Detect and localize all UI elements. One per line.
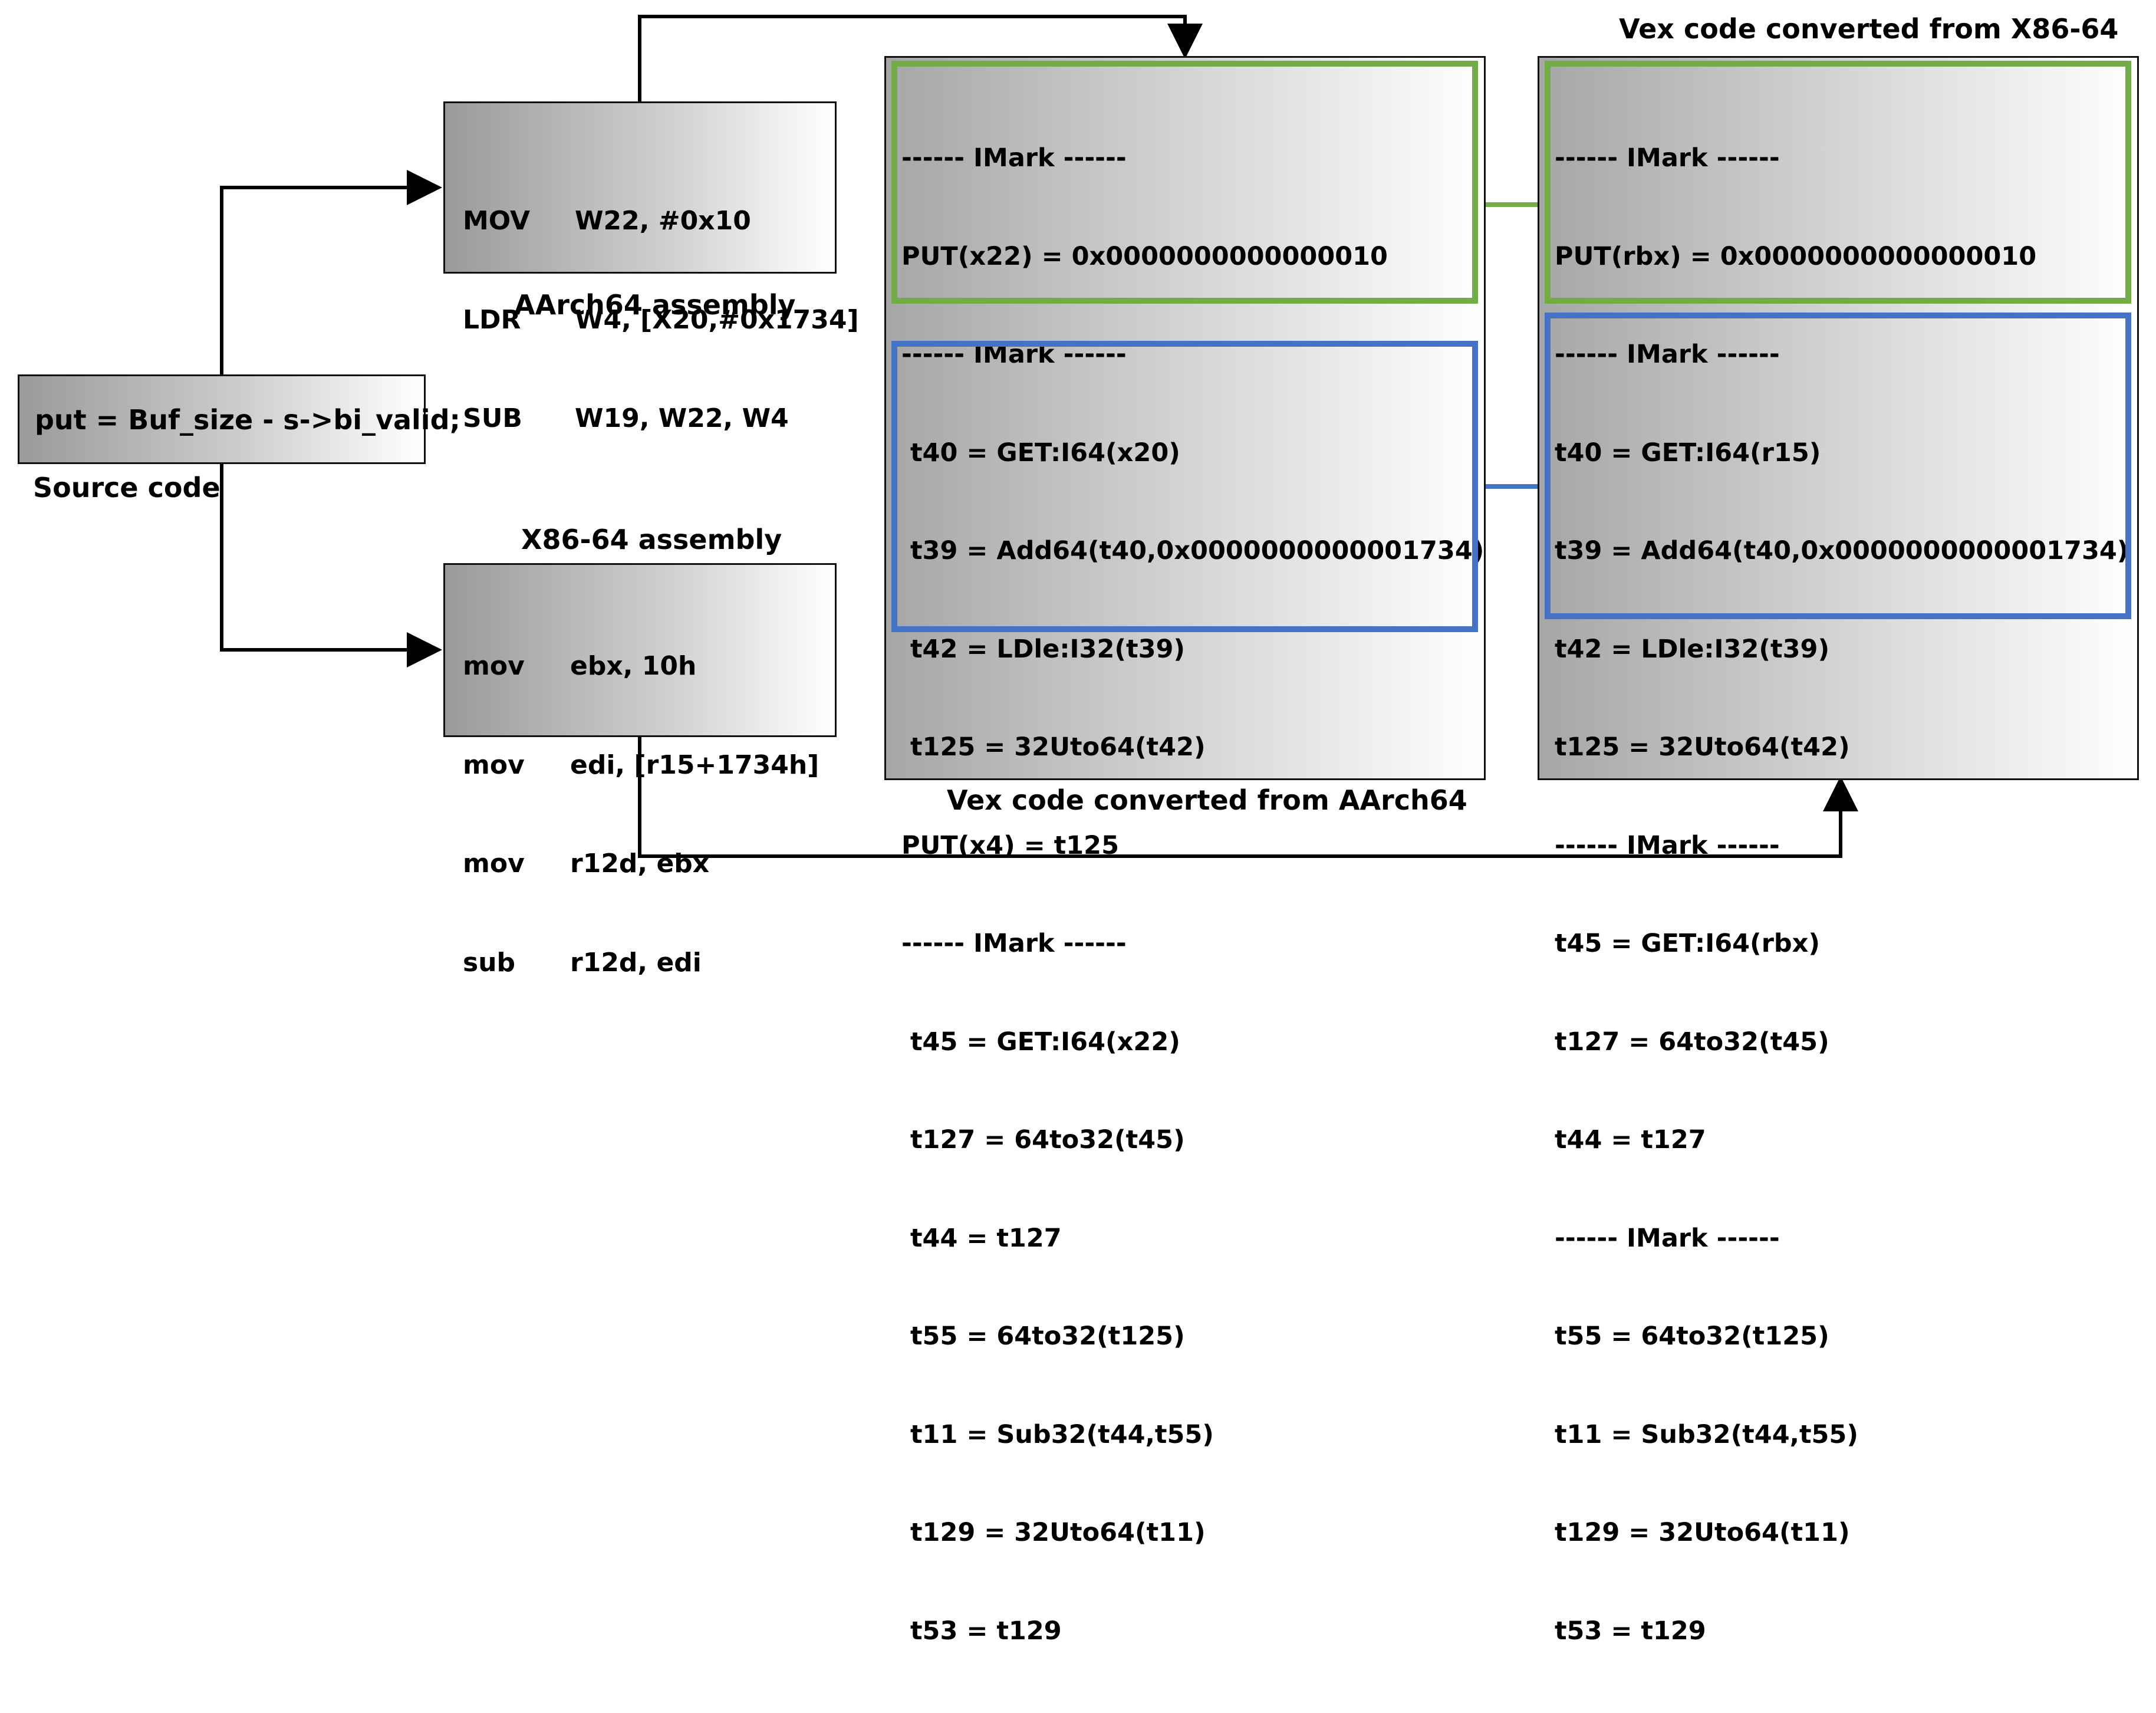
vex-line: t11 = Sub32(t44,t55) bbox=[1555, 1419, 1858, 1449]
vex-x86-caption: Vex code converted from X86-64 bbox=[1619, 13, 2119, 45]
vex-line: PUT(rbx) = 0x0000000000000010 bbox=[1555, 241, 2037, 271]
vex-line: t129 = 32Uto64(t11) bbox=[901, 1518, 1206, 1547]
vex-line: ------ IMark ------ bbox=[901, 143, 1127, 173]
vex-x86-blue-frame bbox=[1545, 313, 2131, 619]
vex-line: t53 = t129 bbox=[901, 1616, 1062, 1646]
asm-op: mov bbox=[463, 849, 525, 879]
asm-op: mov bbox=[463, 749, 525, 780]
source-code-line: put = Buf_size - s->bi_valid; bbox=[35, 404, 460, 436]
asm-op: sub bbox=[463, 947, 516, 978]
vex-line: t40 = GET:I64(x20) bbox=[901, 438, 1180, 468]
asm-args: r12d, ebx bbox=[570, 849, 710, 879]
vex-line: ------ IMark ------ bbox=[1555, 143, 1780, 173]
connector-wires bbox=[220, 15, 1858, 858]
vex-aarch64-caption: Vex code converted from AArch64 bbox=[947, 784, 1467, 816]
arrow-source-to-aarch64 bbox=[220, 170, 442, 374]
vex-line: t44 = t127 bbox=[1555, 1125, 1706, 1155]
vex-line: t44 = t127 bbox=[901, 1223, 1062, 1253]
vex-x86-green-frame bbox=[1545, 61, 2131, 304]
arrow-aarch64-to-vex bbox=[638, 15, 1203, 101]
aarch64-assembly-caption: AArch64 assembly bbox=[514, 289, 796, 321]
aarch64-op-column: MOV LDR SUB bbox=[463, 139, 530, 501]
x86-args-column: ebx, 10h edi, [r15+1734h] r12d, ebx r12d… bbox=[570, 584, 819, 1045]
vex-line: t125 = 32Uto64(t42) bbox=[901, 732, 1206, 762]
x86-assembly-caption: X86-64 assembly bbox=[521, 524, 782, 555]
vex-line: PUT(x22) = 0x0000000000000010 bbox=[901, 241, 1388, 271]
asm-op: LDR bbox=[463, 304, 521, 335]
asm-op: SUB bbox=[463, 403, 522, 433]
vex-line: ------ IMark ------ bbox=[1555, 340, 1780, 369]
vex-line: t125 = 32Uto64(t42) bbox=[1555, 732, 1850, 762]
vex-line: t42 = LDle:I32(t39) bbox=[901, 634, 1186, 664]
asm-args: r12d, edi bbox=[570, 947, 702, 978]
asm-args: W22, #0x10 bbox=[575, 206, 751, 236]
asm-args: W4, [X20,#0x1734] bbox=[575, 304, 859, 335]
asm-op: MOV bbox=[463, 206, 531, 236]
vex-line: t39 = Add64(t40,0x0000000000001734) bbox=[901, 536, 1484, 565]
vex-line: ------ IMark ------ bbox=[1555, 830, 1780, 860]
vex-line: t55 = 64to32(t125) bbox=[1555, 1321, 1829, 1351]
asm-args: W19, W22, W4 bbox=[575, 403, 789, 433]
asm-args: ebx, 10h bbox=[570, 651, 697, 681]
vex-line: t40 = GET:I64(r15) bbox=[1555, 438, 1821, 468]
vex-aarch64-green-frame bbox=[891, 61, 1478, 304]
vex-line: PUT(x4) = t125 bbox=[901, 830, 1120, 860]
vex-line: t127 = 64to32(t45) bbox=[901, 1125, 1185, 1155]
vex-line: t39 = Add64(t40,0x0000000000001734) bbox=[1555, 536, 2129, 565]
vex-line: t11 = Sub32(t44,t55) bbox=[901, 1419, 1214, 1449]
vex-line: ------ IMark ------ bbox=[901, 929, 1127, 958]
vex-line: t129 = 32Uto64(t11) bbox=[1555, 1518, 1850, 1547]
vex-line: t53 = t129 bbox=[1555, 1616, 1706, 1646]
vex-line: t45 = GET:I64(rbx) bbox=[1555, 929, 1821, 958]
vex-line: ------ IMark ------ bbox=[1555, 1223, 1780, 1253]
aarch64-args-column: W22, #0x10 W4, [X20,#0x1734] W19, W22, W… bbox=[575, 139, 859, 501]
asm-args: edi, [r15+1734h] bbox=[570, 749, 819, 780]
vex-aarch64-blue-frame bbox=[891, 341, 1478, 632]
vex-aarch64-code: ------ IMark ------ PUT(x22) = 0x0000000… bbox=[901, 77, 1484, 1713]
vex-line: t55 = 64to32(t125) bbox=[901, 1321, 1185, 1351]
arrow-x86-to-vex bbox=[638, 737, 1858, 858]
source-code-caption: Source code bbox=[33, 472, 220, 504]
arrow-source-to-x86 bbox=[220, 464, 442, 668]
vex-line: t127 = 64to32(t45) bbox=[1555, 1027, 1829, 1057]
x86-assembly-box: mov mov mov sub ebx, 10h edi, [r15+1734h… bbox=[443, 563, 837, 978]
asm-op: mov bbox=[463, 651, 525, 681]
vex-line: t42 = LDle:I32(t39) bbox=[1555, 634, 1830, 664]
x86-op-column: mov mov mov sub bbox=[463, 584, 525, 1045]
source-code-box: put = Buf_size - s->bi_valid; bbox=[18, 374, 460, 464]
vex-line: t45 = GET:I64(x22) bbox=[901, 1027, 1180, 1057]
aarch64-assembly-box: MOV LDR SUB W22, #0x10 W4, [X20,#0x1734]… bbox=[443, 101, 859, 433]
